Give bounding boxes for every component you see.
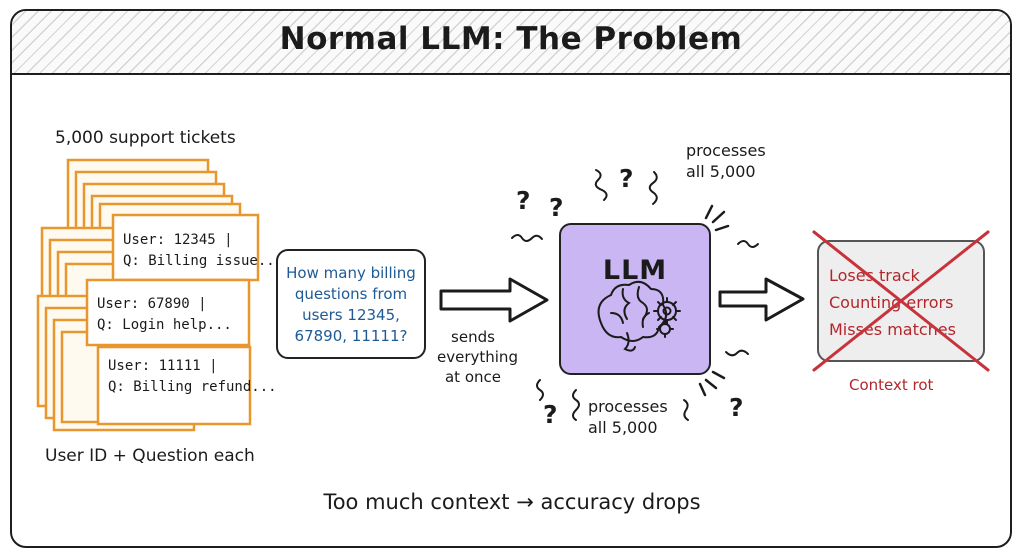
burst-line bbox=[704, 378, 718, 390]
ticket-card-2 bbox=[85, 278, 251, 347]
ticket-question-line: Q: Login help... bbox=[97, 317, 232, 333]
sends-line: sends bbox=[451, 328, 495, 346]
llm-box: LLM bbox=[559, 223, 711, 375]
title-bar: Normal LLM: The Problem bbox=[12, 11, 1010, 75]
result-line: Counting errors bbox=[829, 293, 954, 312]
scribble-icon bbox=[572, 389, 580, 421]
llm-label: LLM bbox=[602, 255, 668, 286]
ticket-card-3 bbox=[96, 345, 252, 426]
question-mark-icon: ? bbox=[619, 164, 634, 193]
sends-line: everything bbox=[437, 348, 518, 366]
burst-line bbox=[698, 382, 707, 397]
burst-line bbox=[714, 224, 730, 232]
ticket-card-2-text: User: 67890 | Q: Login help... bbox=[97, 294, 232, 336]
ticket-user-line: User: 12345 | bbox=[123, 232, 233, 248]
brain-gear-icon bbox=[597, 280, 681, 352]
scribble-icon bbox=[594, 169, 608, 201]
context-rot-caption: Context rot bbox=[849, 376, 934, 394]
query-box: How many billing questions from users 12… bbox=[276, 249, 426, 359]
processes-top-label: processes all 5,000 bbox=[686, 140, 766, 182]
processes-bottom-label: processes all 5,000 bbox=[588, 396, 668, 438]
ticket-user-line: User: 67890 | bbox=[97, 296, 207, 312]
ticket-question-line: Q: Billing refund... bbox=[108, 379, 277, 395]
scribble-icon bbox=[648, 171, 658, 205]
footer-caption: Too much context → accuracy drops bbox=[323, 490, 701, 514]
processes-line: processes bbox=[588, 397, 668, 416]
sends-line: at once bbox=[444, 368, 501, 386]
tickets-header: 5,000 support tickets bbox=[55, 128, 236, 148]
query-line: questions from bbox=[294, 285, 408, 303]
scribble-icon bbox=[725, 349, 749, 357]
ticket-question-line: Q: Billing issue... bbox=[123, 253, 284, 269]
question-mark-icon: ? bbox=[729, 393, 744, 422]
burst-line bbox=[711, 210, 726, 224]
query-line: How many billing bbox=[286, 264, 416, 282]
scribble-icon bbox=[737, 240, 759, 248]
ticket-card-1 bbox=[111, 213, 260, 282]
ticket-user-line: User: 11111 | bbox=[108, 358, 218, 374]
scribble-icon bbox=[511, 234, 543, 242]
scribble-icon bbox=[536, 379, 544, 401]
result-line: Loses track bbox=[829, 266, 920, 285]
question-mark-icon: ? bbox=[543, 400, 558, 429]
ticket-card-1-text: User: 12345 | Q: Billing issue... bbox=[123, 230, 283, 272]
page-title: Normal LLM: The Problem bbox=[279, 21, 743, 57]
question-mark-icon: ? bbox=[549, 193, 564, 222]
sends-label: sends everything at once bbox=[437, 327, 518, 387]
cross-icon bbox=[812, 230, 990, 372]
burst-line bbox=[711, 370, 726, 380]
arrow-right-icon bbox=[439, 277, 549, 323]
query-line: 67890, 11111? bbox=[294, 327, 408, 345]
arrow-right-icon bbox=[718, 277, 805, 322]
query-line: users 12345, bbox=[302, 306, 400, 324]
question-mark-icon: ? bbox=[516, 186, 531, 215]
tickets-footer: User ID + Question each bbox=[45, 446, 255, 466]
processes-line: processes bbox=[686, 141, 766, 160]
ticket-card-3-text: User: 11111 | Q: Billing refund... bbox=[108, 356, 277, 398]
burst-line bbox=[704, 204, 714, 220]
processes-line: all 5,000 bbox=[686, 162, 756, 181]
processes-line: all 5,000 bbox=[588, 418, 658, 437]
scribble-icon bbox=[683, 399, 689, 421]
